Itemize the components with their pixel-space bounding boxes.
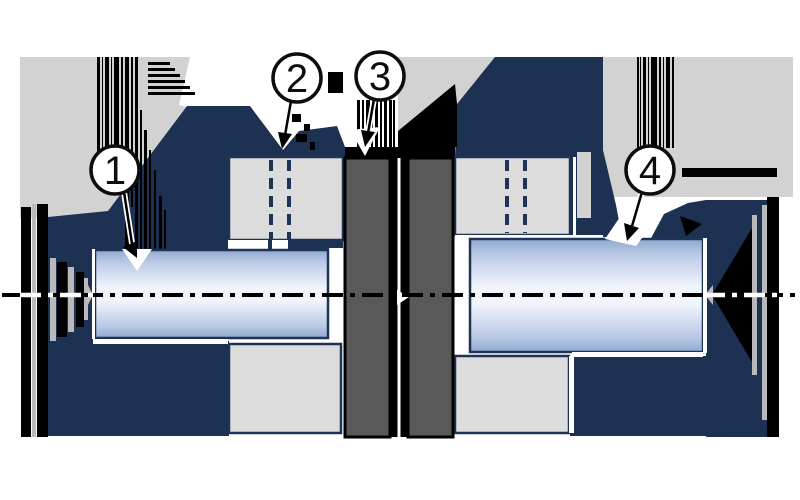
glitch-square: [328, 72, 343, 93]
callout-2-label: 2: [286, 57, 308, 101]
seam: [228, 240, 268, 251]
hub-bore-dashed-lines: [269, 160, 527, 240]
callout-3-circle: [354, 50, 406, 102]
disc-top-cap: [345, 147, 455, 158]
callout-1-circle: [89, 144, 141, 196]
callout-4-label: 4: [639, 149, 661, 193]
left-break-sliver: [32, 204, 36, 437]
black-glitch-regions: [21, 57, 779, 437]
notch-shaft-left: [122, 249, 152, 271]
right-break-bar: [767, 197, 779, 437]
callout-1-arrowhead: [123, 241, 137, 258]
callout-4-circle: [624, 144, 676, 196]
seam-right-hub-lower: [569, 356, 574, 433]
callout-3-arrowhead: [361, 130, 375, 147]
glitch-bit-arrow4: [680, 216, 702, 236]
callout-3: 3: [354, 50, 406, 147]
left-cone-black-stripes: [57, 262, 84, 337]
seam-under-left-shaft: [93, 339, 228, 344]
left-break-bar: [21, 207, 31, 437]
callout-4-arrowhead: [624, 223, 639, 241]
left-cone-stripe: [68, 267, 74, 332]
navy-hub-gap-sliver: [268, 240, 272, 251]
right-break-sliver: [762, 205, 767, 420]
callout-2-circle: [271, 52, 323, 104]
disc-right-half: [406, 156, 455, 439]
seam: [272, 240, 288, 251]
left-break-bar: [37, 204, 48, 437]
navy-right-upper: [455, 57, 603, 157]
callout-1-arrow-line: [122, 191, 135, 251]
navy-wedge-left-of-callout4: [603, 150, 622, 237]
callout-3-label: 3: [369, 55, 391, 99]
callouts: 1 2 3 4: [89, 50, 676, 258]
left-cone-stripe: [84, 278, 88, 320]
disc-left-half: [343, 156, 392, 439]
right-hub-lower-block: [453, 354, 571, 435]
left-hub-upper-block: [227, 155, 345, 242]
navy-left-lower: [48, 341, 229, 436]
right-shaft: [468, 237, 705, 354]
callout-2: 2: [271, 52, 323, 149]
glitch-horizontal-bar: [682, 168, 777, 177]
right-hub-upper-block: [453, 155, 572, 237]
navy-hub-gap-band: [288, 240, 343, 251]
seam: [573, 157, 576, 237]
navy-left-hub-top-band: [228, 106, 345, 158]
callout-4: 4: [624, 144, 676, 241]
navy-right-lower: [570, 356, 706, 436]
callout-1: 1: [89, 144, 141, 258]
white-seams: [228, 157, 603, 251]
center-disc: [343, 156, 455, 439]
left-cone-stripe: [50, 258, 56, 341]
callout-2-arrowhead: [278, 132, 292, 149]
coupling-hubs: [227, 155, 572, 435]
gray-overlays: [577, 152, 591, 218]
glitch-streaks-callout4: [637, 57, 674, 148]
callout-1-label: 1: [104, 149, 126, 193]
glitch-bits-arrow2: [292, 114, 315, 150]
disc-center-glyph: [397, 290, 409, 305]
left-hub-lower-block: [227, 342, 343, 435]
seam: [455, 235, 603, 240]
gray-notch-left-of-callout4: [577, 152, 591, 218]
glitch-staircase-streaks: [148, 62, 195, 95]
seam-under-right-shaft: [572, 352, 703, 357]
glitch-wedge: [398, 84, 457, 147]
